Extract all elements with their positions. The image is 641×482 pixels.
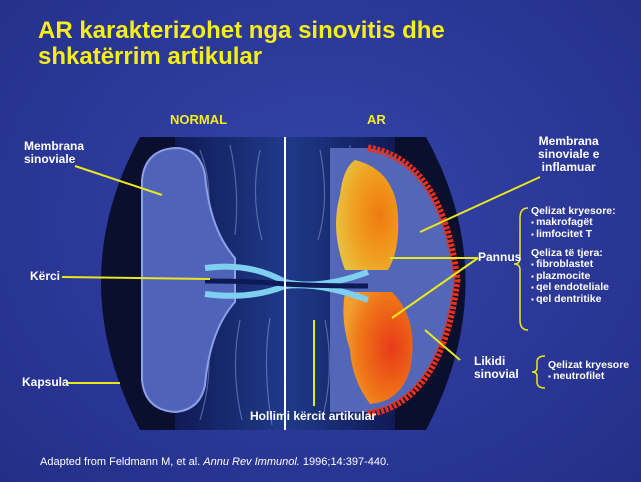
label-pannus: Pannus — [478, 251, 521, 264]
label-cartilage-thinning: Hollimi kërcit artikular — [250, 410, 376, 423]
pannus-cells-list: Qelizat kryesore: makrofagët limfocitet … — [531, 206, 616, 305]
list-item: neutrofilet — [548, 371, 629, 383]
label-cartilage: Kërci — [30, 270, 60, 283]
label-synovial-membrane: Membrana sinoviale — [24, 140, 84, 166]
citation: Adapted from Feldmann M, et al. Annu Rev… — [40, 456, 389, 468]
fluid-cells-list: Qelizat kryesore neutrofilet — [548, 360, 629, 383]
list-item: qel endoteliale — [531, 282, 616, 294]
label-synovial-fluid: Likidi sinovial — [474, 355, 519, 381]
list-item: makrofagët — [531, 217, 616, 229]
list-item: qel dentritike — [531, 294, 616, 306]
list-item: limfocitet T — [531, 229, 616, 241]
list-item: fibroblastet — [531, 259, 616, 271]
label-inflamed-membrane: Membrana sinoviale e inflamuar — [538, 135, 599, 174]
label-capsule: Kapsula — [22, 376, 69, 389]
